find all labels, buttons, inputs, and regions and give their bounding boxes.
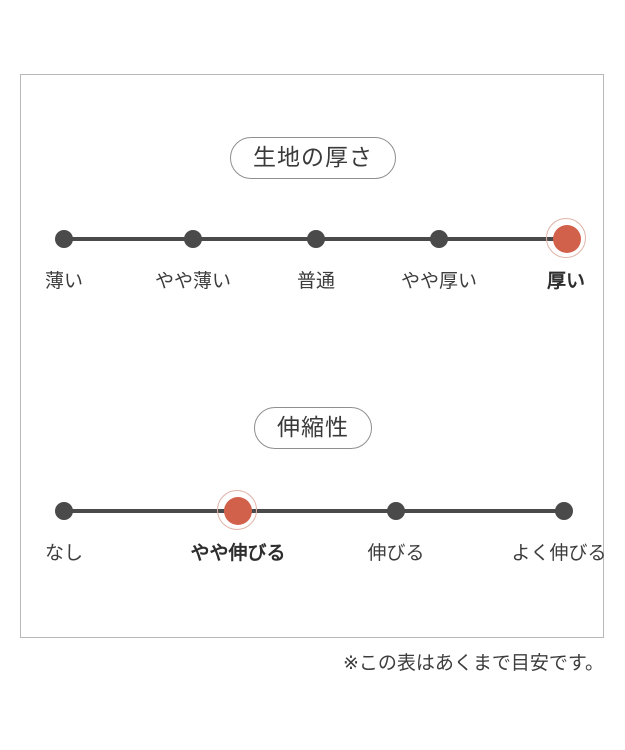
scale-label-stretch-1-selected: やや伸びる — [190, 543, 286, 564]
scale-track-stretch — [64, 509, 564, 513]
scale-point-thickness-2[interactable] — [307, 230, 325, 248]
scale-point-stretch-2[interactable] — [387, 502, 405, 520]
scale-point-thickness-3[interactable] — [430, 230, 448, 248]
scale-label-stretch-2: 伸びる — [367, 543, 425, 564]
scale-point-stretch-1-selected[interactable] — [217, 490, 257, 530]
chart-frame: 生地の厚さ 薄い やや薄い 普通 やや厚い 厚い 伸縮性 なし やや伸びる 伸び… — [20, 74, 607, 638]
scale-point-thickness-0[interactable] — [55, 230, 73, 248]
scale-point-thickness-1[interactable] — [184, 230, 202, 248]
scale-label-thickness-1: やや薄い — [154, 271, 232, 292]
scale-title-thickness: 生地の厚さ — [230, 137, 396, 180]
scale-label-thickness-2: 普通 — [296, 271, 336, 292]
scale-point-thickness-4-selected[interactable] — [546, 218, 586, 258]
scale-title-thickness-wrap: 生地の厚さ — [21, 137, 605, 180]
scale-label-stretch-0: なし — [44, 543, 84, 564]
footnote-note: ※この表はあくまで目安です。 — [342, 653, 604, 674]
scale-point-stretch-3[interactable] — [555, 502, 573, 520]
scale-label-thickness-4-selected: 厚い — [546, 271, 586, 292]
scale-label-stretch-3: よく伸びる — [511, 543, 607, 564]
scale-label-thickness-3: やや厚い — [400, 271, 478, 292]
scale-point-stretch-0[interactable] — [55, 502, 73, 520]
scale-title-stretch-wrap: 伸縮性 — [21, 407, 605, 450]
scale-title-stretch: 伸縮性 — [254, 407, 372, 450]
scale-label-thickness-0: 薄い — [44, 271, 84, 292]
